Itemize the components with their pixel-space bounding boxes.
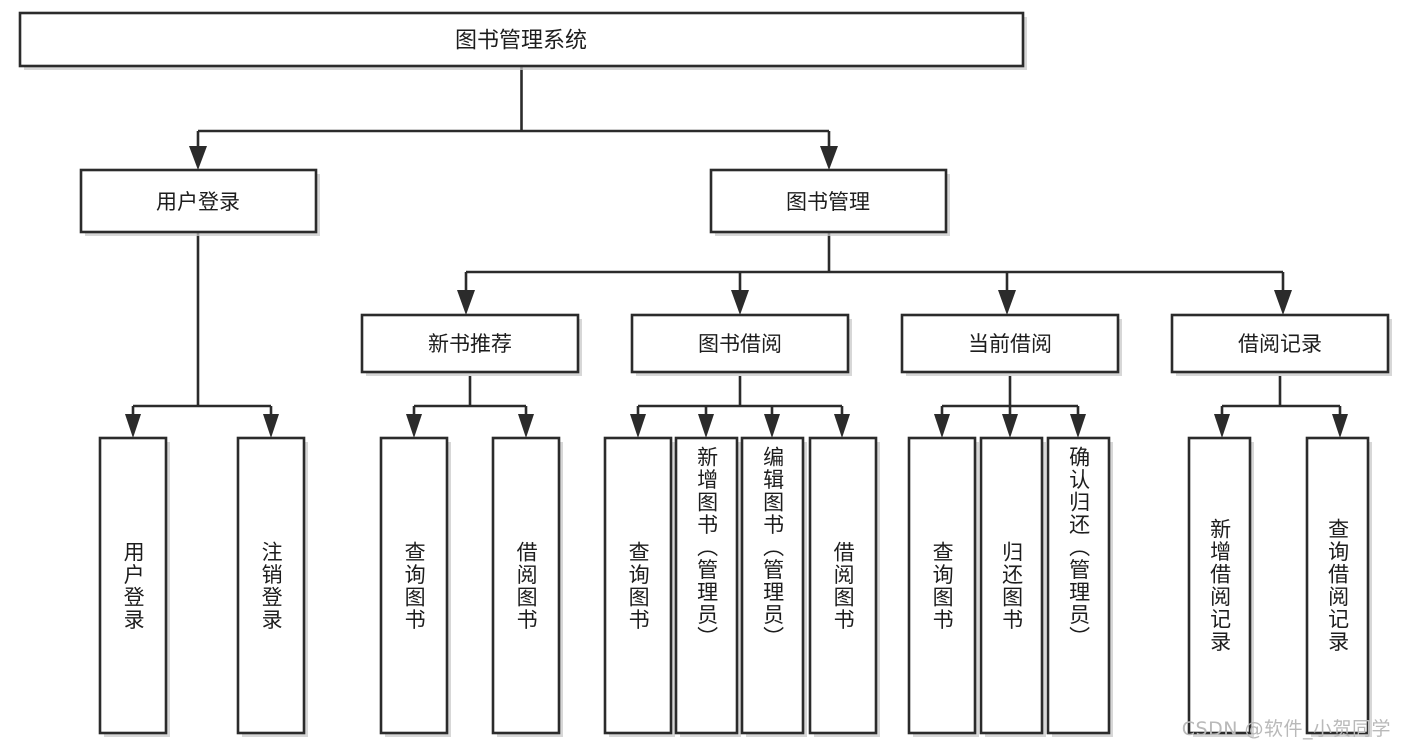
leaf-box-borrow-book-1[interactable]	[491, 436, 561, 735]
arrow-head-nb-leaf1	[406, 414, 422, 438]
leaf-box-query-book-3[interactable]	[907, 436, 977, 735]
leaf-box-logout[interactable]	[236, 436, 306, 735]
arrow-head-book-mgmt	[820, 146, 838, 170]
node-book-management-label: 图书管理	[786, 190, 870, 214]
leaf-box-query-book-2[interactable]	[603, 436, 673, 735]
arrow-head-bb-leaf3	[764, 414, 780, 438]
arrow-head-user-login	[189, 146, 207, 170]
arrow-head-br-leaf1	[1214, 414, 1230, 438]
node-book-management[interactable]: 图书管理	[709, 168, 950, 236]
connector-group	[125, 67, 1348, 438]
watermark-text: CSDN @软件_小贺同学	[1181, 718, 1391, 740]
arrow-head-borrow-book	[731, 290, 749, 315]
arrow-head-br-leaf2	[1332, 414, 1348, 438]
arrow-head-cb-leaf3	[1070, 414, 1086, 438]
arrow-head-leaf-user-login	[125, 414, 141, 438]
leaf-box-edit-book-admin[interactable]	[740, 436, 805, 735]
arrow-head-new-book	[457, 290, 475, 315]
leaf-box-add-borrow-record[interactable]	[1187, 436, 1252, 735]
leaf-box-query-book-1[interactable]	[379, 436, 449, 735]
node-user-login[interactable]: 用户登录	[79, 168, 320, 236]
leaf-boxes-group	[98, 436, 1372, 737]
node-current-borrow-label: 当前借阅	[968, 332, 1052, 356]
leaf-box-return-book[interactable]	[979, 436, 1044, 735]
node-borrow-record[interactable]: 借阅记录	[1170, 313, 1392, 376]
node-root[interactable]: 图书管理系统	[18, 11, 1027, 70]
arrow-head-bb-leaf2	[698, 414, 714, 438]
node-book-borrow[interactable]: 图书借阅	[630, 313, 852, 376]
leaf-box-add-book-admin[interactable]	[674, 436, 739, 735]
node-current-borrow[interactable]: 当前借阅	[900, 313, 1122, 376]
leaf-box-user-login[interactable]	[98, 436, 168, 735]
leaf-box-confirm-return-admin[interactable]	[1046, 436, 1111, 735]
arrow-head-borrow-record	[1274, 290, 1292, 315]
node-borrow-record-label: 借阅记录	[1238, 332, 1322, 356]
arrow-head-nb-leaf2	[518, 414, 534, 438]
arrow-head-cb-leaf1	[934, 414, 950, 438]
leaf-box-borrow-book-2[interactable]	[808, 436, 878, 735]
node-new-book-recommend[interactable]: 新书推荐	[360, 313, 582, 376]
arrow-head-leaf-logout	[263, 414, 279, 438]
node-new-book-recommend-label: 新书推荐	[428, 332, 512, 356]
node-book-borrow-label: 图书借阅	[698, 332, 782, 356]
arrow-head-cb-leaf2	[1002, 414, 1018, 438]
leaf-box-query-borrow-record[interactable]	[1305, 436, 1370, 735]
node-user-login-label: 用户登录	[156, 190, 240, 214]
arrow-head-bb-leaf4	[834, 414, 850, 438]
arrow-head-bb-leaf1	[630, 414, 646, 438]
arrow-head-current-borrow	[998, 290, 1016, 315]
node-root-label: 图书管理系统	[455, 29, 587, 54]
